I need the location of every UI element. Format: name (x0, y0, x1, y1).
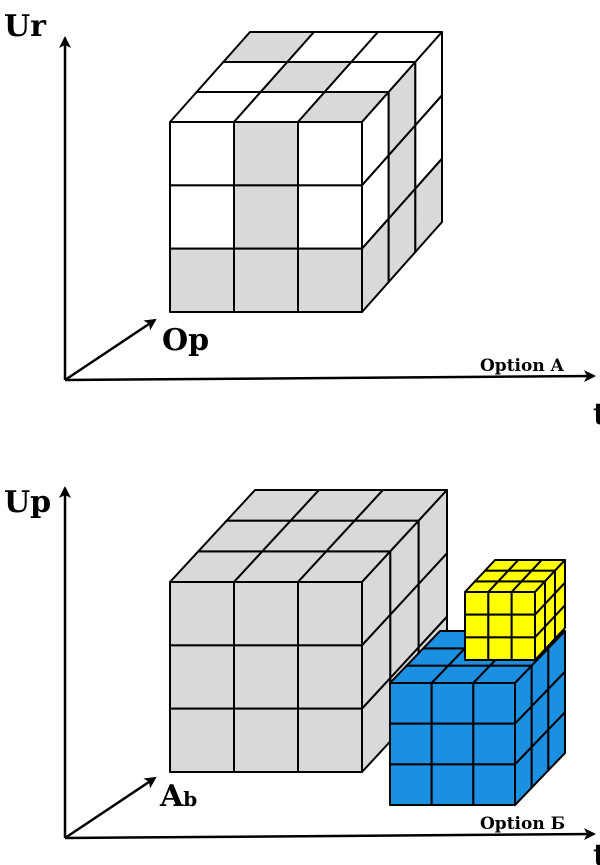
cube-front-cell (487, 613, 513, 639)
cube-front-cell (297, 247, 363, 313)
diag-axis-label-a: Op (162, 323, 209, 358)
diag-axis-label-b-main: A (159, 779, 184, 814)
cube-front-cell (472, 722, 516, 766)
cube-front-cell (233, 121, 299, 187)
x-axis-a (64, 370, 596, 383)
cube-front-cell (510, 613, 536, 639)
cube-front-cell (472, 682, 516, 725)
cube-front-cell (233, 581, 299, 647)
cube-front-cell (297, 707, 363, 773)
cube-front-cell (510, 636, 536, 661)
cube-front-cell (297, 121, 363, 187)
cube-side-cell (554, 604, 566, 640)
caption-a: Option A (480, 356, 565, 376)
cube-front-cell (389, 682, 433, 725)
cube-front-cell (169, 121, 235, 187)
cube-front-cell (297, 644, 363, 710)
cube-front-cell (297, 184, 363, 250)
cube-front-cell (297, 581, 363, 647)
cube-front-cell (510, 591, 536, 616)
diag-axis-a (64, 318, 157, 382)
cube-front-cell (169, 707, 235, 773)
x-axis-label-a: t (593, 397, 600, 432)
cube-front-cell (233, 644, 299, 710)
cube-front-cell (430, 722, 475, 766)
cube-front-cell (430, 682, 475, 725)
cube-front-cell (472, 763, 516, 806)
diag-axis-label-b-sub: b (183, 787, 197, 811)
cube-a (169, 31, 443, 313)
big-gray-cube (169, 489, 448, 773)
cube-side-cell (414, 157, 443, 253)
cube-front-cell (464, 613, 490, 639)
cube-front-cell (389, 763, 433, 806)
cube-front-cell (233, 707, 299, 773)
cube-front-cell (487, 591, 513, 616)
diagram-a: Ur Op Option A t (4, 9, 600, 432)
cube-front-cell (169, 184, 235, 250)
cube-side-cell (547, 711, 566, 772)
cube-front-cell (169, 581, 235, 647)
cube-front-cell (464, 636, 490, 661)
cube-front-cell (464, 591, 490, 616)
y-axis-label-a: Ur (4, 9, 47, 44)
cube-front-cell (233, 247, 299, 313)
cube-front-cell (169, 247, 235, 313)
yellow-cube (464, 559, 566, 661)
x-axis-b (64, 828, 596, 841)
diagram-b: Up Ab Option Б t (4, 485, 600, 865)
cube-front-cell (430, 763, 475, 806)
cube-front-cell (233, 184, 299, 250)
cube-front-cell (169, 644, 235, 710)
y-axis-label-b: Up (4, 485, 51, 520)
diag-axis-b (64, 776, 157, 840)
cube-front-cell (487, 636, 513, 661)
caption-b: Option Б (480, 814, 565, 834)
cube-front-cell (389, 722, 433, 766)
x-axis-label-b: t (593, 838, 600, 865)
diag-axis-label-b: Ab (159, 779, 197, 814)
